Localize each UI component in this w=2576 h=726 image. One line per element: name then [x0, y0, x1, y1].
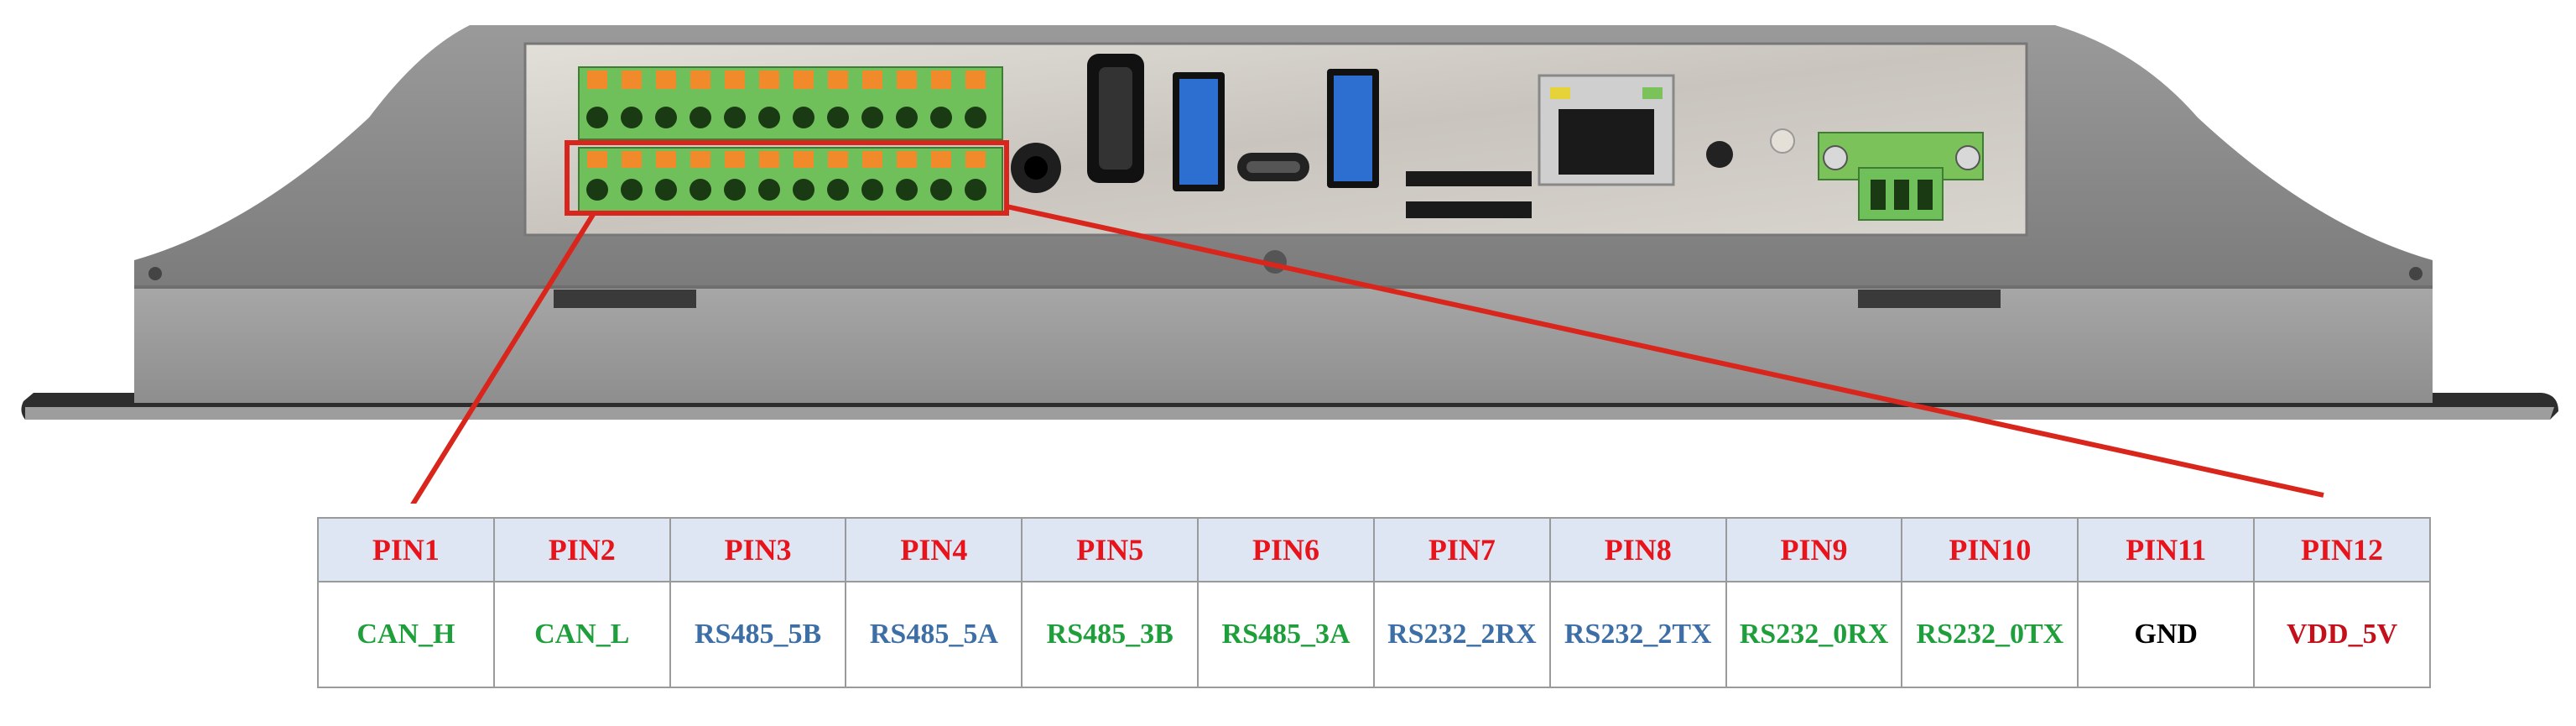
pin-signal-cell: VDD_5V	[2253, 581, 2431, 688]
pin-signal-cell: RS485_5A	[845, 581, 1023, 688]
audio-jack[interactable]	[1011, 143, 1061, 193]
device-rear-view	[21, 25, 2559, 504]
pin-signal-cell: GND	[2077, 581, 2256, 688]
power-terminal[interactable]	[1818, 132, 1984, 221]
pin-header-cell: PIN7	[1372, 517, 1551, 582]
pin-header-cell: PIN12	[2253, 517, 2431, 582]
terminal-block-upper[interactable]	[578, 66, 1003, 140]
callout-line-pin12	[1006, 204, 2324, 498]
pin-signal-cell: CAN_H	[317, 581, 495, 688]
led-indicator	[1770, 128, 1795, 154]
housing-lower	[134, 277, 2433, 403]
pin-signal-cell: RS232_2RX	[1372, 581, 1551, 688]
sim-card-slot[interactable]	[1406, 201, 1532, 218]
ethernet-port[interactable]	[1538, 74, 1675, 186]
pin-header-cell: PIN3	[669, 517, 847, 582]
reset-button[interactable]	[1706, 141, 1733, 168]
pin-signal-cell: RS232_0TX	[1901, 581, 2079, 688]
hdmi-port[interactable]	[1087, 54, 1144, 183]
screw-left	[148, 267, 162, 280]
pin-signal-cell: RS485_3B	[1021, 581, 1200, 688]
pin-signal-cell: RS485_5B	[669, 581, 847, 688]
pin-header-cell: PIN1	[317, 517, 495, 582]
usb-a-port[interactable]	[1173, 72, 1225, 191]
pin-signal-cell: RS485_3A	[1197, 581, 1375, 688]
terminal-block-lower[interactable]	[578, 147, 1003, 212]
front-bezel-edge	[25, 407, 2554, 420]
pin-header-row: PIN1 PIN2 PIN3 PIN4 PIN5 PIN6 PIN7 PIN8 …	[317, 517, 2431, 582]
latch-left	[554, 290, 696, 308]
pin-signal-cell: CAN_L	[492, 581, 671, 688]
pin-header-cell: PIN10	[1901, 517, 2079, 582]
pin-header-cell: PIN2	[492, 517, 671, 582]
pin-signal-cell: RS232_0RX	[1725, 581, 1903, 688]
pin-assignment-table: PIN1 PIN2 PIN3 PIN4 PIN5 PIN6 PIN7 PIN8 …	[317, 517, 2431, 688]
pin-signal-row: CAN_H CAN_L RS485_5B RS485_5A RS485_3B R…	[317, 581, 2431, 688]
pin-header-cell: PIN8	[1548, 517, 1727, 582]
callout-highlight	[565, 140, 1009, 216]
callout-line-pin1	[410, 212, 596, 504]
usb-c-port[interactable]	[1237, 153, 1309, 181]
latch-right	[1858, 290, 2001, 308]
pin-header-cell: PIN5	[1021, 517, 1200, 582]
usb-a-port[interactable]	[1327, 69, 1379, 188]
screw-right	[2409, 267, 2422, 280]
pin-header-cell: PIN9	[1725, 517, 1903, 582]
pin-signal-cell: RS232_2TX	[1548, 581, 1727, 688]
sd-card-slot[interactable]	[1406, 171, 1532, 186]
pin-header-cell: PIN4	[845, 517, 1023, 582]
pin-header-cell: PIN6	[1197, 517, 1375, 582]
pin-header-cell: PIN11	[2077, 517, 2256, 582]
